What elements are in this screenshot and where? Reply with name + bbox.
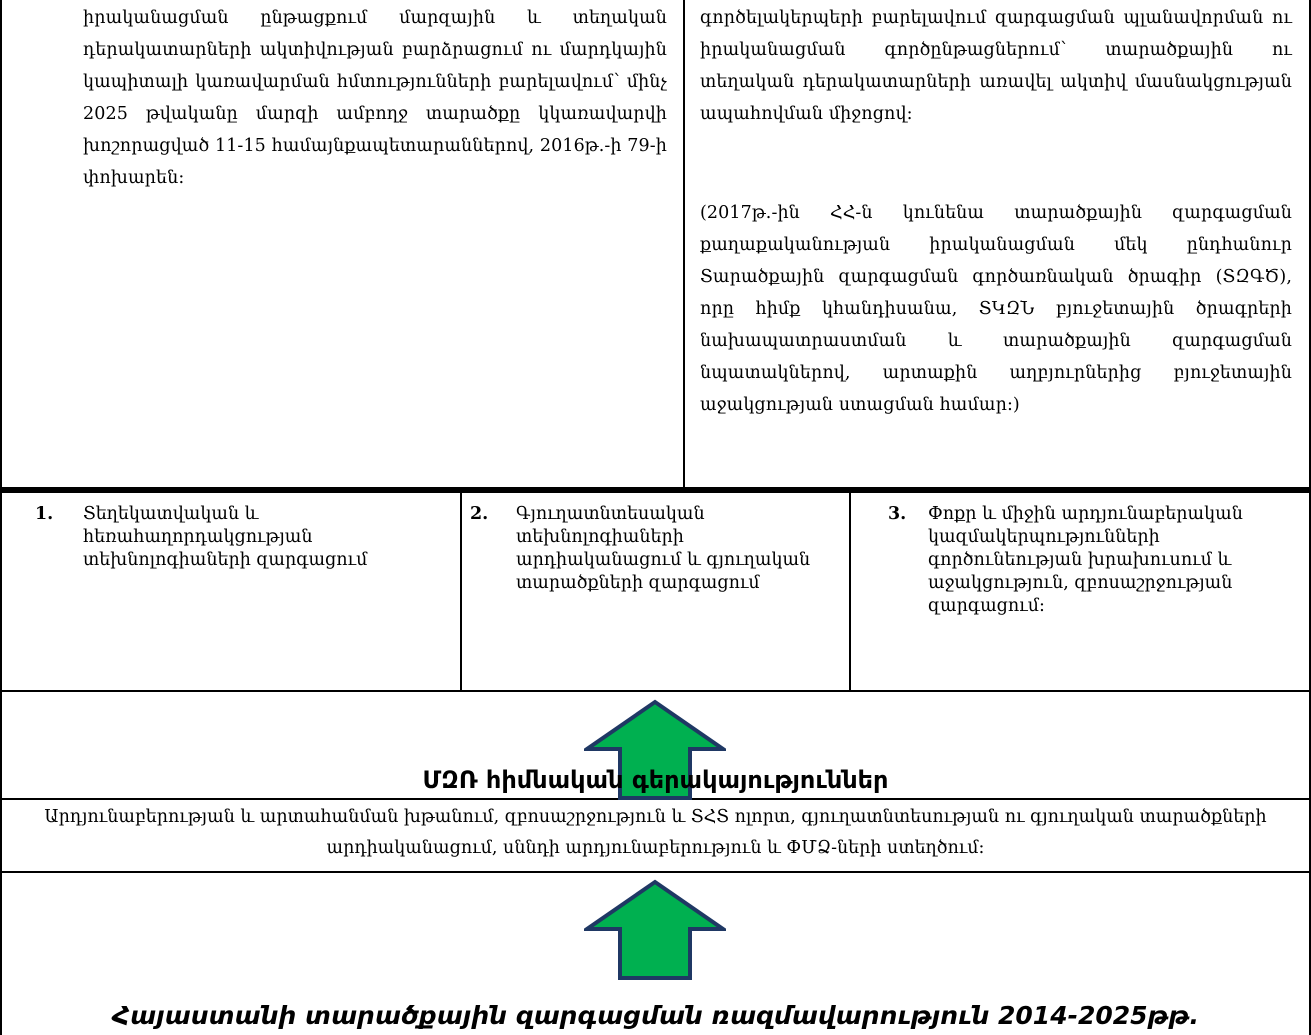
thick-divider: [0, 487, 1311, 493]
top-left-text: իրականացման ընթացքում մարզային և տեղական…: [83, 8, 667, 188]
up-arrow-icon: [584, 699, 726, 800]
row-divider-3: [0, 871, 1311, 873]
item-text-1: Տեղեկատվական և հեռահաղորդակցության տեխնո…: [83, 504, 368, 570]
item-text-3: Փոքր և միջին արդյունաբերական կազմակերպու…: [928, 504, 1243, 616]
up-arrow-icon: [584, 879, 726, 980]
top-right-text: գործելակերպերի բարելավում զարգացման պլան…: [700, 8, 1292, 124]
left-border: [0, 0, 2, 1035]
priorities-text: Արդյունաբերության և արտահանման խթանում, …: [44, 807, 1267, 858]
priorities-title: ՄԶՌ հիմնական գերակայություններ: [422, 766, 889, 794]
right-border: [1309, 0, 1311, 1035]
top-col-divider: [683, 0, 685, 487]
item-number-3: 3.: [888, 504, 907, 524]
row-divider-1: [0, 690, 1311, 692]
strategy-title: Հայաստանի տարածքային զարգացման ռազմավարո…: [111, 1001, 1200, 1030]
item-number-1: 1.: [35, 504, 54, 524]
item-number-2: 2.: [470, 504, 489, 524]
top-right-note: (2017թ.-ին ՀՀ-ն կունենա տարածքային զարգա…: [700, 203, 1292, 415]
item-divider-2: [849, 493, 851, 691]
item-text-2: Գյուղատնտեսական տեխնոլոգիաների արդիականա…: [516, 504, 811, 593]
item-divider-1: [460, 493, 462, 691]
